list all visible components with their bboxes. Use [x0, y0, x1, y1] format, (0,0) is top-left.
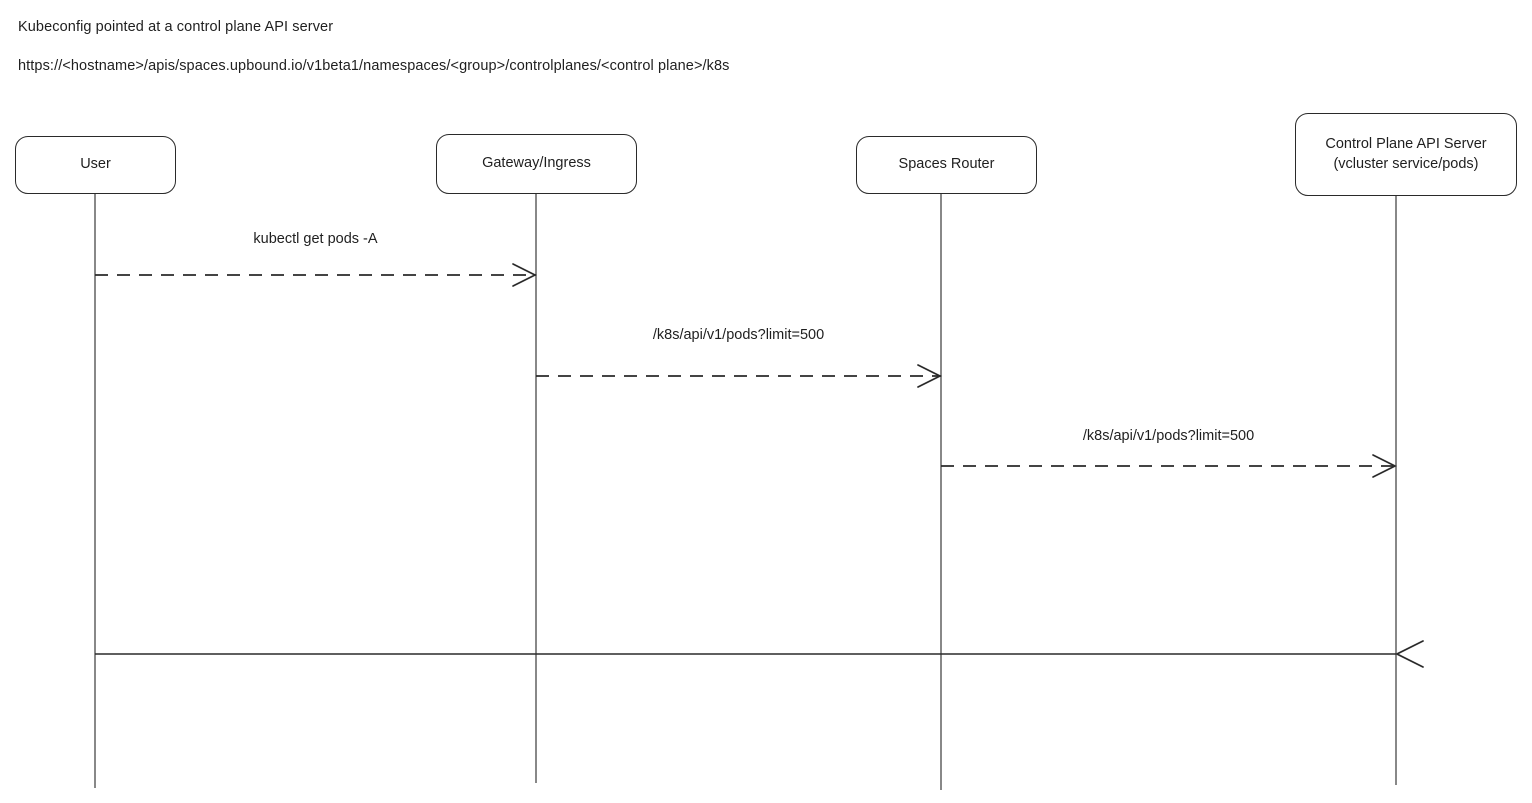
messages-group [95, 263, 1424, 668]
participant-label-control-plane: Control Plane API Server (vcluster servi… [1325, 136, 1487, 172]
arrowhead-m4 [1395, 640, 1424, 668]
arrowhead-m3 [1372, 454, 1397, 478]
message-label-m1: kubectl get pods -A [253, 231, 378, 247]
message-label-m3: /k8s/api/v1/pods?limit=500 [1082, 428, 1255, 444]
participant-label-user: User [80, 156, 111, 173]
participant-box-user[interactable]: User [15, 136, 176, 194]
api-server-url: https://<hostname>/apis/spaces.upbound.i… [18, 58, 730, 74]
message-label-m2: /k8s/api/v1/pods?limit=500 [652, 327, 825, 343]
arrowhead-m2 [917, 364, 942, 388]
participant-label-gateway: Gateway/Ingress [482, 155, 591, 172]
participant-label-spaces-router: Spaces Router [898, 156, 995, 173]
page-title: Kubeconfig pointed at a control plane AP… [18, 19, 334, 35]
participant-box-gateway[interactable]: Gateway/Ingress [436, 134, 637, 194]
lifelines-group [94, 194, 1397, 790]
participant-box-control-plane[interactable]: Control Plane API Server (vcluster servi… [1295, 113, 1517, 196]
participant-box-spaces-router[interactable]: Spaces Router [856, 136, 1037, 194]
arrowhead-m1 [512, 263, 537, 287]
